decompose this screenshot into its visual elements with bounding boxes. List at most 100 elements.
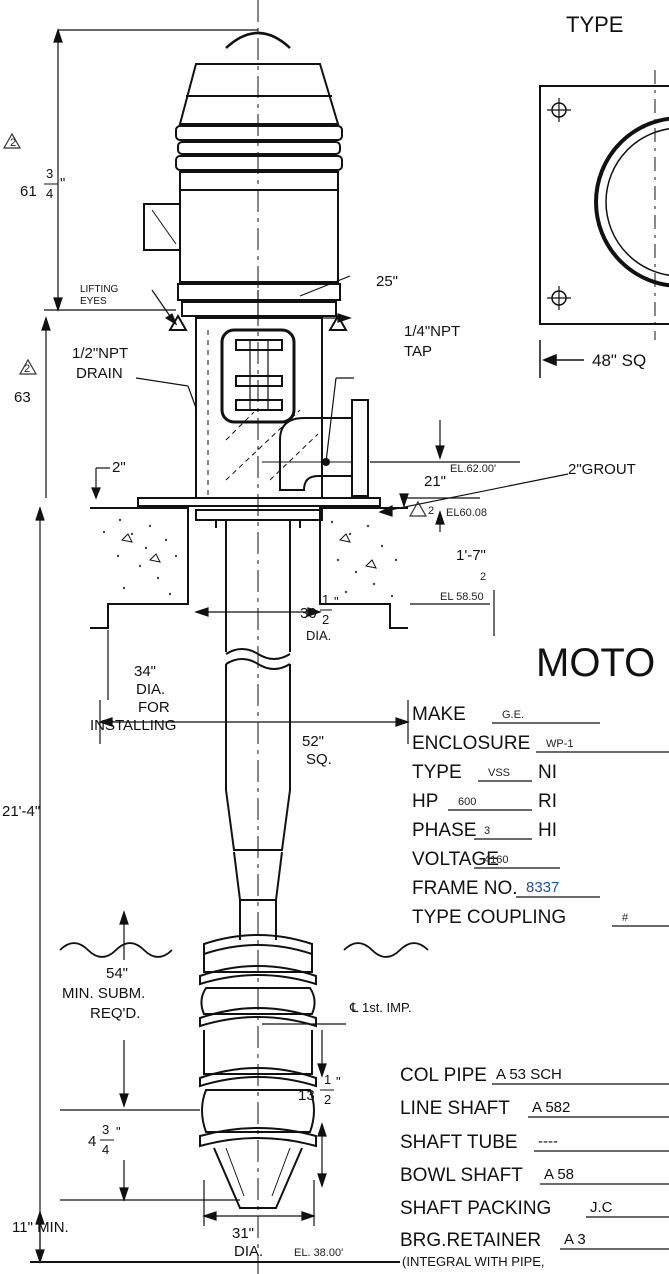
imp-num: 1 [324, 1072, 331, 1087]
install-label-1: 34" [134, 663, 156, 680]
first-impeller-label: ℄ 1st. IMP. [349, 1000, 412, 1015]
base-plate-plan-view [539, 70, 669, 340]
material-row-value: J.C [590, 1199, 613, 1216]
dia31-label-1: 31" [232, 1225, 254, 1242]
material-row-value: A 58 [544, 1166, 574, 1183]
bowl-assembly [199, 934, 317, 1209]
drain-label-2: DRAIN [76, 365, 123, 382]
motor-row-tail: NI [538, 762, 557, 783]
material-row-value: ---- [538, 1133, 558, 1150]
dim-52: 52" [302, 733, 324, 750]
install-label-4: INSTALLING [90, 717, 176, 734]
dimension-labels: 2 61 3 4 " LIFTING EYES 1/2"NPT DRAIN 2 … [2, 137, 636, 1260]
motor-row-label: ENCLOSURE [412, 733, 530, 754]
motor-row-value: VSS [488, 767, 510, 779]
type-heading: TYPE [566, 12, 623, 37]
concrete-stipple-left [102, 518, 178, 596]
rev-mark-2: 2 [24, 363, 30, 375]
dim-1-7: 1'-7" [456, 547, 486, 564]
bot-unit: " [116, 1124, 121, 1139]
plan-width-label: 48" SQ [592, 351, 646, 370]
material-row-label: COL PIPE [400, 1065, 487, 1086]
material-row-label: BOWL SHAFT [400, 1165, 523, 1186]
grout-label: 2"GROUT [568, 461, 636, 478]
motor-row-value: G.E. [502, 709, 524, 721]
material-row-label: SHAFT PACKING [400, 1198, 551, 1219]
imp-den: 2 [324, 1092, 331, 1107]
motor-section-title: MOTO [536, 641, 655, 685]
plan-width-dimension [539, 340, 584, 378]
base-plate [137, 497, 381, 528]
bot-num: 3 [102, 1122, 109, 1137]
install-label-2: DIA. [136, 681, 165, 698]
overall-motor-inch: " [60, 175, 65, 192]
el-5850: EL 58.50 [440, 591, 484, 603]
motor-row-label: MAKE [412, 704, 466, 725]
motor-row-label: FRAME NO. [412, 878, 518, 899]
lifting-eyes-label-1: LIFTING [80, 284, 119, 295]
motor-row-label: HP [412, 791, 438, 812]
tap-label-1: 1/4"NPT [404, 323, 460, 340]
dim-21-4: 21'-4" [2, 803, 40, 820]
motor-row-value: 3 [484, 825, 490, 837]
dim-21: 21" [424, 473, 446, 490]
bolt-hole-top [547, 98, 571, 122]
el-38: EL. 38.00' [294, 1247, 343, 1259]
imp-whole: 13 [298, 1087, 315, 1104]
conduit-box [143, 203, 181, 251]
dim-52-sq: SQ. [306, 751, 332, 768]
min11-label: 11" MIN. [12, 1219, 69, 1236]
motor-body [143, 31, 343, 320]
column-pipe [225, 520, 291, 940]
motor-row-value: 8337 [526, 879, 559, 896]
rev-mark-1: 2 [10, 137, 16, 149]
revision-markers [2, 132, 428, 517]
water-surface [59, 942, 429, 958]
motor-row-value: WP-1 [546, 738, 574, 750]
overall-motor-height: 61 [20, 183, 37, 200]
motor-row-label: TYPE [412, 762, 462, 783]
material-row-value: A 582 [532, 1099, 570, 1116]
motor-row-label: PHASE [412, 820, 476, 841]
dim-63: 63 [14, 389, 31, 406]
motor-circle [594, 116, 669, 288]
motor-inner-circle [605, 128, 669, 276]
motor-row-label: TYPE COUPLING [412, 907, 566, 928]
el-6008: EL60.08 [446, 507, 487, 519]
motor-row-tail: RI [538, 791, 557, 812]
motor-row-value: # [622, 912, 629, 924]
overall-motor-num: 3 [46, 166, 53, 181]
dim-2in: 2" [112, 459, 126, 476]
bot-den: 4 [102, 1142, 109, 1157]
dimension-lines [35, 28, 569, 1264]
foundation [90, 507, 408, 629]
subm-label-3: REQ'D. [90, 1005, 140, 1022]
install-label-3: FOR [138, 699, 170, 716]
subm-label-2: MIN. SUBM. [62, 985, 145, 1002]
motor-row-value: 4160 [484, 854, 508, 866]
col-dia-whole: 30 [300, 605, 317, 622]
discharge-nozzle [262, 399, 369, 497]
col-dia-num: 1 [322, 592, 329, 607]
col-dia-unit: " [334, 594, 339, 609]
motor-row-label: VOLTAGE [412, 849, 499, 870]
lifting-eyes-label-2: EYES [80, 296, 107, 307]
material-row-label: LINE SHAFT [400, 1098, 510, 1119]
material-row-value: A 3 [564, 1231, 586, 1248]
concrete-stipple-right [330, 520, 398, 598]
bolt-hole-bottom [547, 286, 571, 310]
material-row-label: BRG.RETAINER [400, 1230, 541, 1251]
tap-label-2: TAP [404, 343, 432, 360]
dia31-label-2: DIA. [234, 1243, 263, 1260]
rev-mark-3: 2 [428, 505, 434, 517]
dim-25: 25" [376, 273, 398, 290]
overall-motor-den: 4 [46, 186, 53, 201]
bot-whole: 4 [88, 1133, 96, 1150]
drain-label-1: 1/2"NPT [72, 345, 128, 362]
material-row-label: SHAFT TUBE [400, 1132, 518, 1153]
subm-label-1: 54" [106, 965, 128, 982]
imp-unit: " [336, 1074, 341, 1089]
materials-note: (INTEGRAL WITH PIPE, [402, 1254, 545, 1269]
